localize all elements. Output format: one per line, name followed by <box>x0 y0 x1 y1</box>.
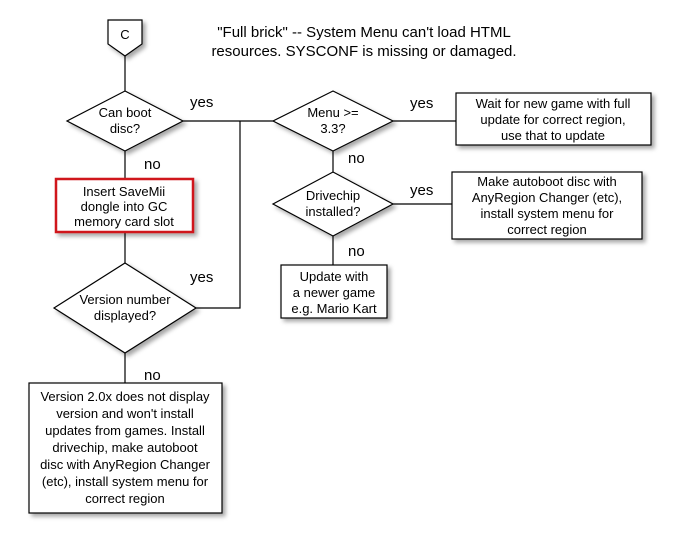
edge-label-drivechip-yes: yes <box>410 182 433 199</box>
process-autoboot-line-4: correct region <box>507 222 586 237</box>
decision-version-number-displayed: Version number displayed? <box>52 262 198 354</box>
process-version-2x-line-7: correct region <box>85 491 164 506</box>
decision-can-boot-line-1: Can boot <box>99 105 152 120</box>
decision-menu-line-1: Menu >= <box>307 105 358 120</box>
process-version-2x-line-1: Version 2.0x does not display <box>40 389 210 404</box>
process-wait-line-3: use that to update <box>501 128 605 143</box>
decision-can-boot-disc: Can boot disc? <box>65 90 185 152</box>
edge-label-can-boot-no: no <box>144 156 161 173</box>
process-version-2x-line-2: version and won't install <box>56 406 194 421</box>
process-version-2x-line-4: drivechip, make autoboot <box>52 440 198 455</box>
offpage-connector-c: C <box>107 19 143 57</box>
process-version-2x-line-6: (etc), install system menu for <box>42 474 209 489</box>
process-autoboot-line-2: AnyRegion Changer (etc), <box>472 190 622 205</box>
process-update-newer-game: Update with a newer game e.g. Mario Kart <box>280 264 388 319</box>
process-make-autoboot-disc: Make autoboot disc with AnyRegion Change… <box>451 171 643 240</box>
decision-drivechip-line-2: installed? <box>306 204 361 219</box>
edge-label-version-no: no <box>144 367 161 384</box>
connector-label: C <box>120 27 129 42</box>
process-update-line-3: e.g. Mario Kart <box>291 301 377 316</box>
edge-label-menu-no: no <box>348 150 365 167</box>
process-autoboot-line-1: Make autoboot disc with <box>477 174 616 189</box>
title-line-2: resources. SYSCONF is missing or damaged… <box>211 43 516 60</box>
process-insert-savemii: Insert SaveMii dongle into GC memory car… <box>54 177 195 234</box>
edge-label-can-boot-yes: yes <box>190 94 213 111</box>
decision-menu-line-2: 3.3? <box>320 121 345 136</box>
process-savemii-line-1: Insert SaveMii <box>83 184 165 199</box>
decision-version-line-1: Version number <box>79 292 171 307</box>
edge-label-menu-yes: yes <box>410 95 433 112</box>
line-version-yes <box>183 121 241 309</box>
process-version-2x-line-3: updates from games. Install <box>45 423 205 438</box>
edge-label-drivechip-no: no <box>348 243 365 260</box>
decision-can-boot-line-2: disc? <box>110 121 140 136</box>
edge-label-version-yes: yes <box>190 269 213 286</box>
decision-version-line-2: displayed? <box>94 308 156 323</box>
process-version-2x-line-5: disc with AnyRegion Changer <box>40 457 210 472</box>
decision-menu-version: Menu >= 3.3? <box>271 90 395 152</box>
title-line-1: "Full brick" -- System Menu can't load H… <box>217 24 511 41</box>
process-update-line-1: Update with <box>300 269 369 284</box>
connector-lines <box>124 56 456 383</box>
decision-drivechip-installed: Drivechip installed? <box>271 171 395 237</box>
decision-drivechip-line-1: Drivechip <box>306 188 360 203</box>
process-savemii-line-2: dongle into GC <box>81 199 168 214</box>
process-wait-line-1: Wait for new game with full <box>476 96 631 111</box>
process-wait-line-2: update for correct region, <box>480 112 625 127</box>
process-savemii-line-3: memory card slot <box>74 214 174 229</box>
process-version-2x-instructions: Version 2.0x does not display version an… <box>28 382 223 514</box>
process-wait-for-update: Wait for new game with full update for c… <box>455 92 652 146</box>
process-update-line-2: a newer game <box>293 285 375 300</box>
process-autoboot-line-3: install system menu for <box>481 206 615 221</box>
